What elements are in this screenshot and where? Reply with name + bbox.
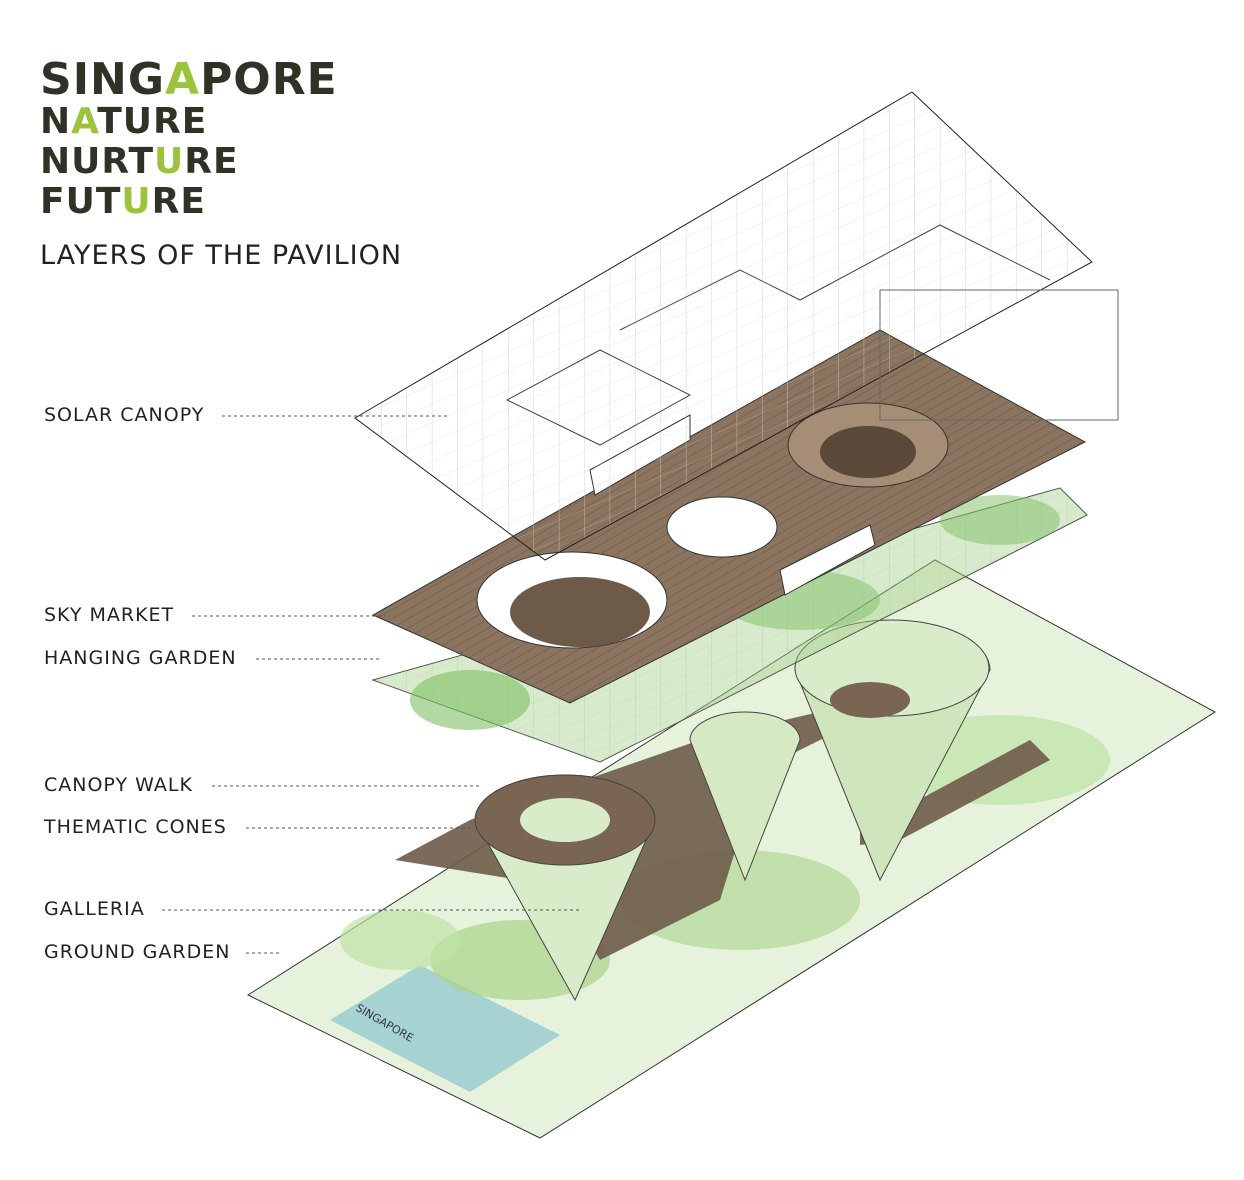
solar-canopy-layer xyxy=(354,91,1119,561)
label-ground-garden: GROUND GARDEN xyxy=(44,941,231,963)
diagram-title: LAYERS OF THE PAVILION xyxy=(40,240,403,271)
label-solar-canopy: SOLAR CANOPY xyxy=(44,404,205,426)
leader-lines xyxy=(162,415,580,954)
label-galleria: GALLERIA xyxy=(44,898,145,920)
label-hanging-garden: HANGING GARDEN xyxy=(44,647,237,669)
label-canopy-walk: CANOPY WALK xyxy=(44,774,193,796)
singapore-pavilion-logo: SINGAPORE NATURE NURTURE FUTURE xyxy=(40,54,338,222)
thematic-cones xyxy=(474,619,991,1002)
label-sky-market: SKY MARKET xyxy=(44,604,175,626)
label-thematic-cones: THEMATIC CONES xyxy=(44,816,227,838)
